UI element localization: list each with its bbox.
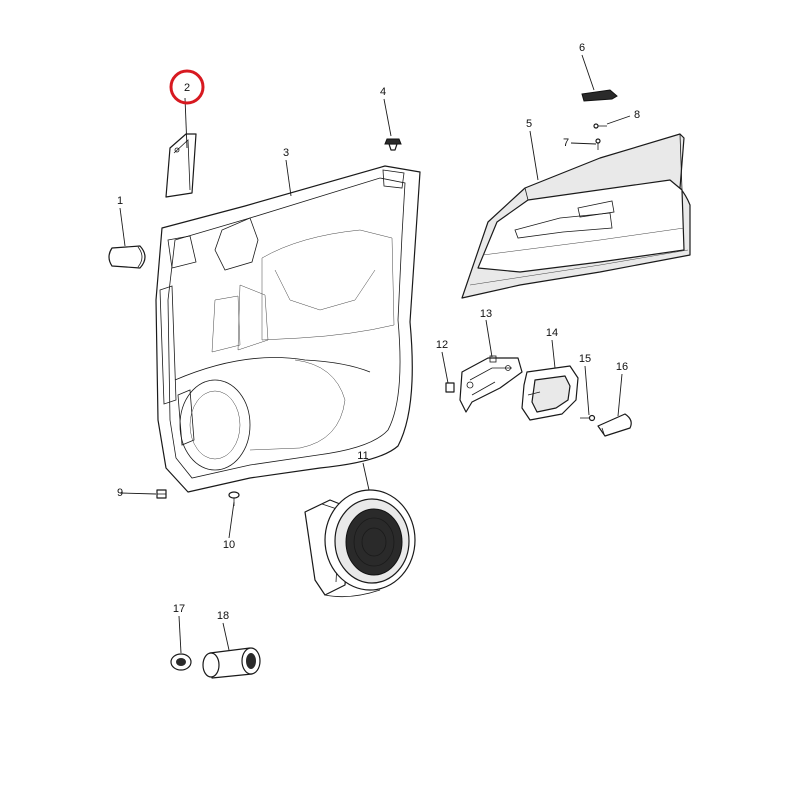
- callout-15[interactable]: 15: [579, 353, 591, 365]
- part-12-nut[interactable]: [445, 382, 455, 393]
- callout-16[interactable]: 16: [616, 361, 628, 373]
- part-11-speaker[interactable]: [304, 489, 416, 598]
- part-9-clip[interactable]: [156, 489, 167, 499]
- callout-13[interactable]: 13: [480, 308, 492, 320]
- part-5-armrest-bezel[interactable]: [461, 133, 691, 299]
- callout-12[interactable]: 12: [436, 339, 448, 351]
- callout-18[interactable]: 18: [217, 610, 229, 622]
- callout-3[interactable]: 3: [283, 147, 289, 159]
- part-17-washer[interactable]: [170, 653, 192, 671]
- callout-14[interactable]: 14: [546, 327, 558, 339]
- highlight-circle: [169, 69, 205, 105]
- part-1-mirror-cap[interactable]: [108, 245, 146, 269]
- callout-17[interactable]: 17: [173, 603, 185, 615]
- part-3-door-trim-panel[interactable]: [155, 165, 421, 493]
- callout-2[interactable]: 2: [184, 82, 190, 94]
- part-2-corner-trim[interactable]: [165, 133, 197, 198]
- part-18-sleeve[interactable]: [202, 647, 261, 679]
- part-4-clip[interactable]: [384, 138, 402, 151]
- callout-4[interactable]: 4: [380, 86, 386, 98]
- callout-6[interactable]: 6: [579, 42, 585, 54]
- callout-5[interactable]: 5: [526, 118, 532, 130]
- part-15-screw[interactable]: [580, 414, 596, 422]
- callout-1[interactable]: 1: [117, 195, 123, 207]
- part-8-screw[interactable]: [593, 123, 607, 129]
- callout-10[interactable]: 10: [223, 539, 235, 551]
- callout-9[interactable]: 9: [117, 487, 123, 499]
- part-16-screw-cover[interactable]: [597, 413, 632, 437]
- callout-8[interactable]: 8: [634, 109, 640, 121]
- part-6-bezel-cover[interactable]: [581, 89, 618, 102]
- part-14-handle-bezel[interactable]: [521, 365, 579, 421]
- part-13-door-handle[interactable]: [459, 355, 523, 413]
- callout-labels: 1 2 3 4 5 6 7 8 9 10 11 12 13 14 15 16 1…: [117, 42, 640, 622]
- part-7-screw[interactable]: [595, 138, 601, 150]
- leader-lines: [119, 54, 631, 654]
- callout-7[interactable]: 7: [563, 137, 569, 149]
- callout-11[interactable]: 11: [357, 450, 368, 462]
